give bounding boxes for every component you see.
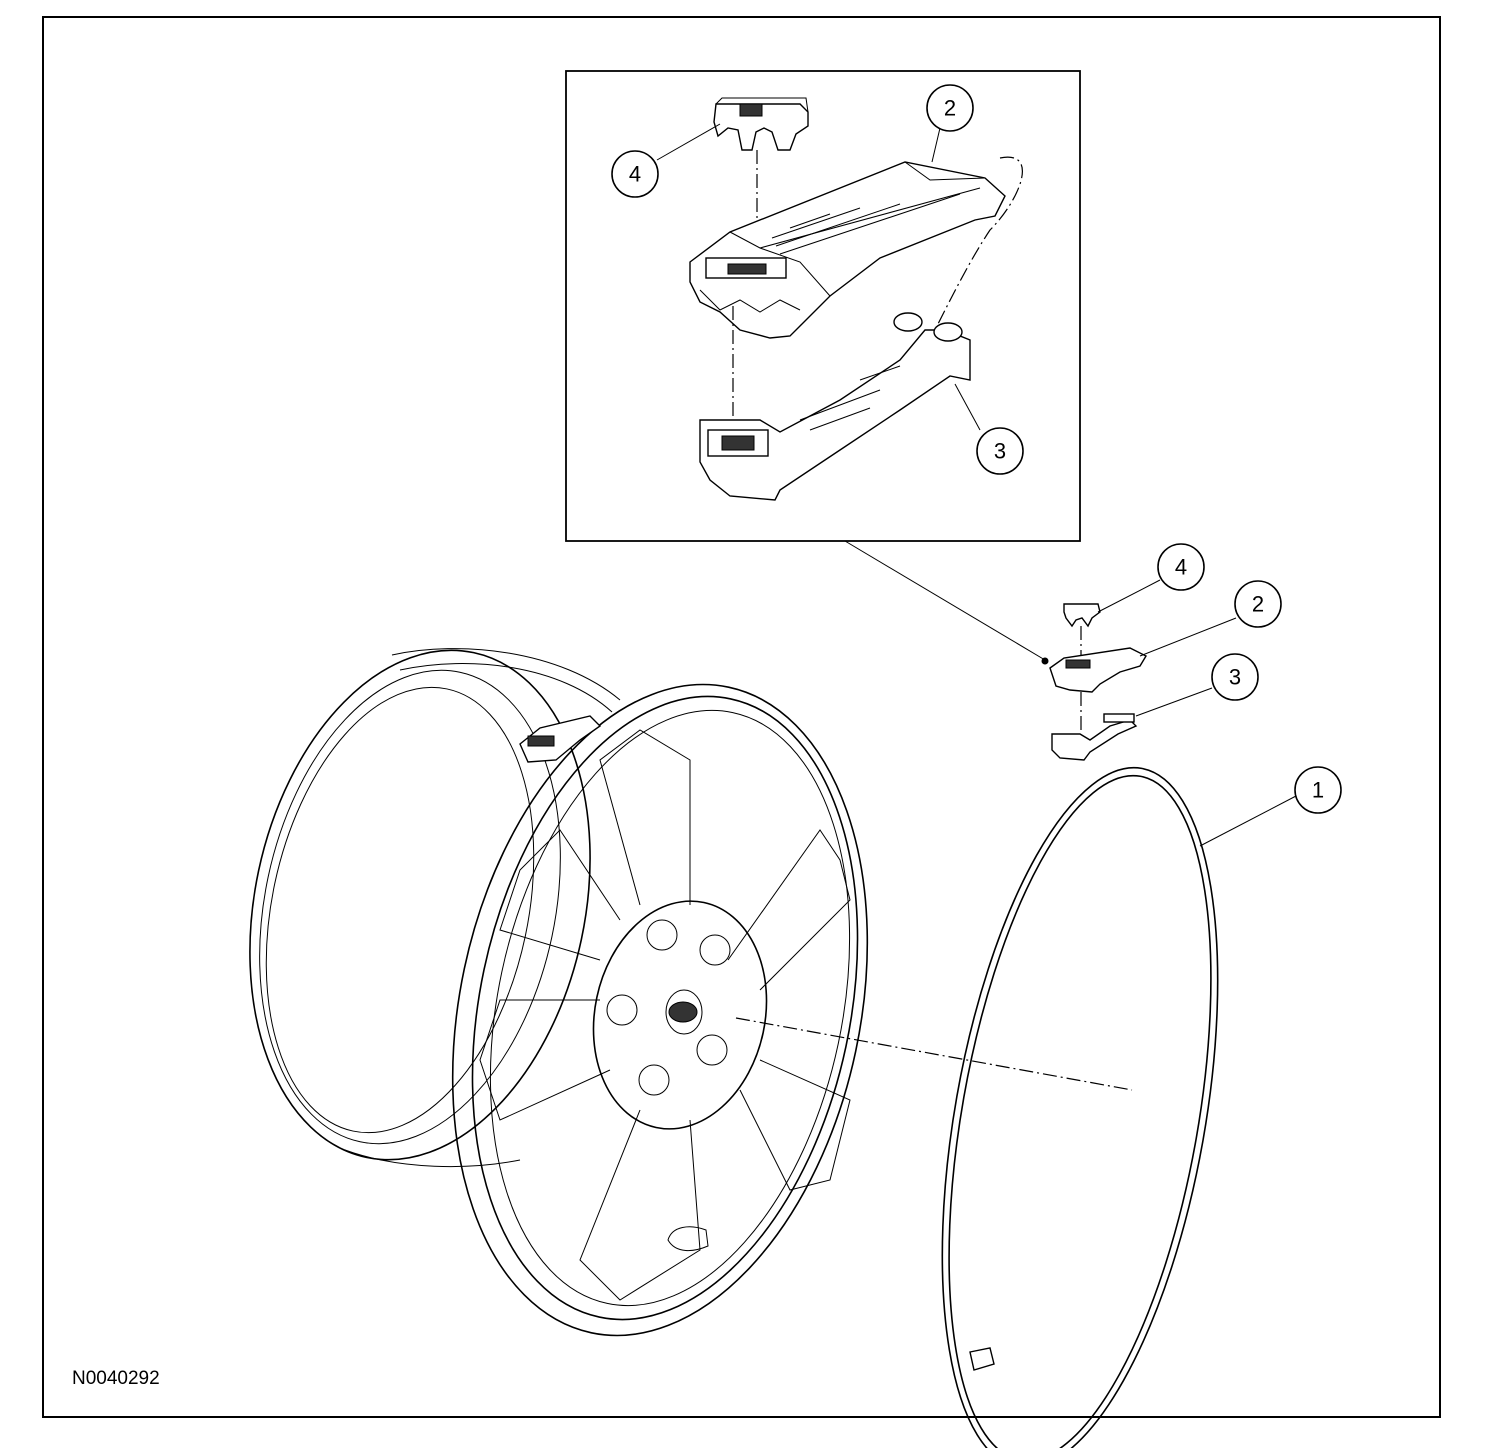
sensor-clip-icon bbox=[713, 97, 809, 151]
svg-text:4: 4 bbox=[629, 162, 641, 187]
sensor-bracket-icon bbox=[699, 312, 971, 501]
figure-id-label: N0040292 bbox=[72, 1368, 160, 1389]
main-callout-3: 3 bbox=[1211, 653, 1259, 701]
svg-text:2: 2 bbox=[944, 96, 956, 121]
diagram-border bbox=[42, 16, 1441, 1418]
tire-pressure-sensor-icon bbox=[689, 161, 1006, 339]
inset-callout-4: 4 bbox=[611, 150, 659, 198]
small-clip bbox=[1063, 603, 1101, 628]
wheel-icon bbox=[249, 648, 869, 1337]
inset-leader-line bbox=[844, 540, 1046, 661]
main-callout-4: 4 bbox=[1157, 543, 1205, 591]
svg-text:3: 3 bbox=[1229, 665, 1241, 690]
wheel-center-axis bbox=[735, 1017, 1133, 1091]
inset-callout-3-leader bbox=[954, 383, 981, 431]
sensor-bracket-curve bbox=[929, 156, 1023, 341]
svg-text:1: 1 bbox=[1312, 778, 1324, 803]
small-bracket bbox=[1051, 719, 1138, 761]
inset-callout-2: 2 bbox=[926, 84, 974, 132]
svg-text:2: 2 bbox=[1252, 592, 1264, 617]
inset-leader-dot bbox=[1041, 657, 1049, 665]
small-sensor-assembly: 4 2 3 bbox=[1049, 543, 1282, 761]
rim-sensor bbox=[519, 715, 602, 763]
inset-callout-3: 3 bbox=[976, 427, 1024, 475]
inset-callout-4-leader bbox=[656, 123, 721, 161]
svg-text:4: 4 bbox=[1175, 555, 1187, 580]
main-callout-1: 1 bbox=[1294, 766, 1342, 814]
detail-inset: 4 2 3 bbox=[565, 70, 1081, 665]
svg-text:3: 3 bbox=[994, 439, 1006, 464]
hub-emblem bbox=[668, 1001, 698, 1023]
inset-callout-2-leader bbox=[931, 127, 941, 163]
small-sensor bbox=[1049, 647, 1147, 693]
main-callout-1-leader bbox=[1199, 795, 1297, 847]
band-strap-icon bbox=[941, 766, 1219, 1448]
main-callout-2: 2 bbox=[1234, 580, 1282, 628]
